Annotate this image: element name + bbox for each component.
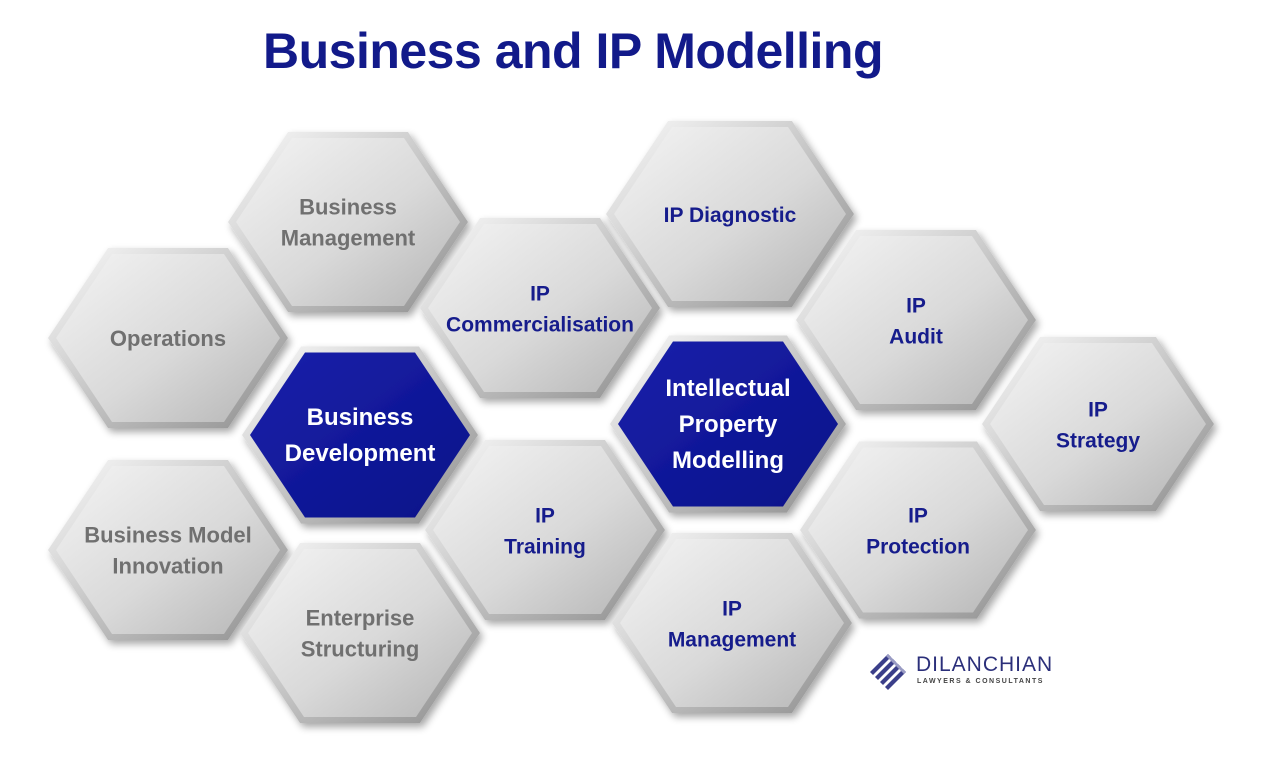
hexagon-label: Enterprise bbox=[306, 606, 415, 631]
hexagon-label: Innovation bbox=[112, 554, 223, 579]
hexagon-face bbox=[808, 447, 1028, 613]
hexagon-label: Operations bbox=[110, 326, 226, 351]
hexagon-label: Business bbox=[307, 404, 414, 431]
hexagon-label: Commercialisation bbox=[446, 314, 634, 337]
hexagon-ip-audit: IP Audit bbox=[796, 230, 1036, 410]
hexagon-label: Development bbox=[285, 440, 436, 467]
hexagon-face bbox=[614, 127, 846, 301]
hexagon-ip-protection: IP Protection bbox=[800, 441, 1036, 619]
hexagon-face bbox=[56, 254, 280, 422]
hexagon-label: Strategy bbox=[1056, 430, 1140, 453]
hexagon-label: IP bbox=[530, 283, 550, 306]
hexagon-ip-strategy: IP Strategy bbox=[982, 337, 1214, 511]
hexagon-label: Structuring bbox=[301, 637, 420, 662]
logo-name: DILANCHIAN bbox=[916, 653, 1054, 676]
hexagon-face bbox=[236, 138, 460, 306]
hexagon-face bbox=[804, 236, 1028, 404]
hexagon-label: Business Model bbox=[84, 523, 251, 548]
hexagon-label: IP bbox=[908, 505, 928, 528]
hexagon-face bbox=[56, 466, 280, 634]
hexagon-label: Business bbox=[299, 195, 397, 220]
hexagon-label: IP Diagnostic bbox=[664, 204, 797, 227]
hexagon-face bbox=[990, 343, 1206, 505]
diagram-title: Business and IP Modelling bbox=[262, 23, 884, 79]
hexagon-face bbox=[428, 224, 652, 392]
hexagon-face bbox=[250, 352, 470, 518]
hexagon-label: Management bbox=[668, 629, 796, 652]
hexagon-label: Audit bbox=[889, 326, 943, 349]
hexagon-label: IP bbox=[722, 598, 742, 621]
hexagon-ip-diagnostic: IP Diagnostic bbox=[606, 121, 854, 307]
hexagon-ip-training: IP Training bbox=[425, 440, 665, 620]
hexagon-face bbox=[620, 539, 844, 707]
hexagon-face bbox=[618, 341, 838, 507]
hexagon-label: Property bbox=[679, 411, 778, 438]
hexagon-operations: Operations bbox=[48, 248, 288, 428]
hexagon-label: IP bbox=[535, 505, 555, 528]
hexagon-label: Modelling bbox=[672, 447, 784, 474]
hexagon-face bbox=[433, 446, 657, 614]
hexagon-ip-management: IP Management bbox=[612, 533, 852, 713]
dilanchian-logo: DILANCHIAN LAWYERS & CONSULTANTS bbox=[868, 650, 1068, 694]
dilanchian-diamond-logo-icon bbox=[870, 654, 906, 690]
hexagon-label: Protection bbox=[866, 536, 970, 559]
logo-tagline: LAWYERS & CONSULTANTS bbox=[917, 678, 1044, 685]
hexagon-label: Training bbox=[504, 536, 586, 559]
hexagon-label: Management bbox=[281, 226, 416, 251]
hexagon-label: Intellectual bbox=[665, 375, 790, 402]
hexagon-label: IP bbox=[1088, 399, 1108, 422]
hexagon-ip-commercialisation: IP Commercialisation bbox=[420, 218, 660, 398]
hexagon-label: IP bbox=[906, 295, 926, 318]
hexagon-face bbox=[248, 549, 472, 717]
